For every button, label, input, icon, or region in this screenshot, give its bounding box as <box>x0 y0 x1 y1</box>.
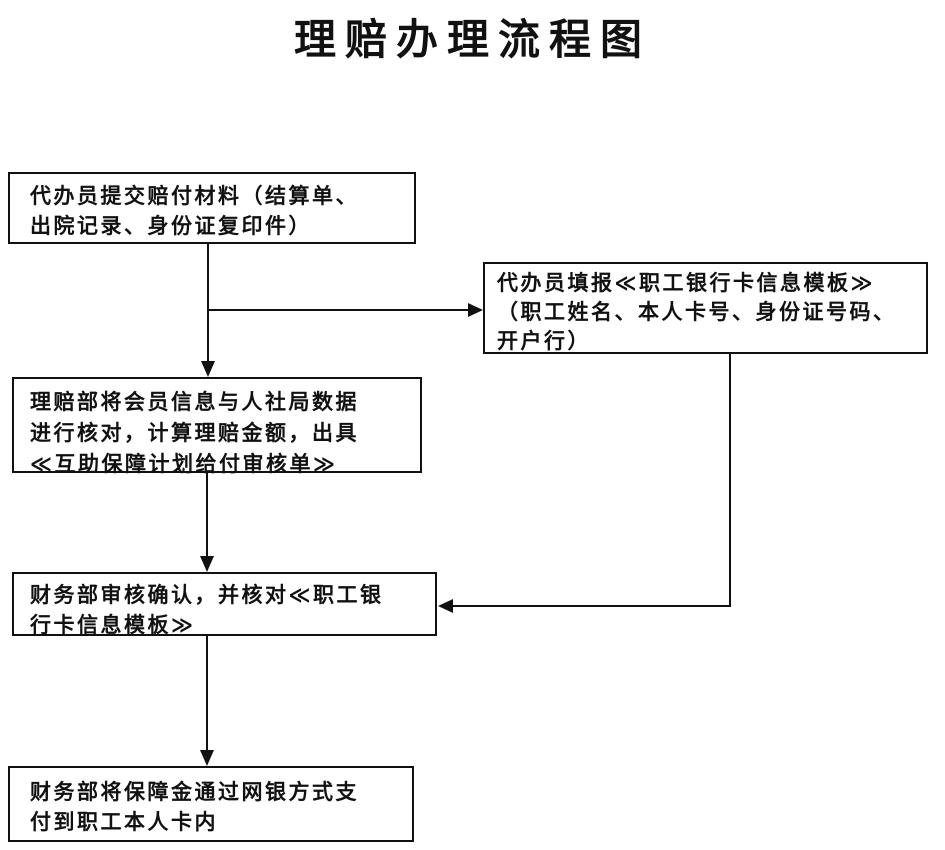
node-text-line: 代办员填报≪职工银行卡信息模板≫ <box>497 271 875 295</box>
node-text-line: 代办员提交赔付材料（结算单、 <box>30 184 359 208</box>
arrow-template-to-finance <box>438 354 731 613</box>
node-text-line: 开户行） <box>497 329 591 353</box>
flow-node-claims-dept-verify: 理赔部将会员信息与人社局数据 进行核对，计算理赔金额，出具 ≪互助保障计划给付审… <box>12 377 422 476</box>
flow-node-finance-dept-pay: 财务部将保障金通过网银方式支 付到职工本人卡内 <box>8 766 414 842</box>
node-text-line: 出院记录、身份证复印件） <box>30 214 312 238</box>
node-text-line: 行卡信息模板≫ <box>30 613 196 637</box>
node-text-line: （职工姓名、本人卡号、身份证号码、 <box>497 300 897 324</box>
flow-node-fill-bank-template: 代办员填报≪职工银行卡信息模板≫ （职工姓名、本人卡号、身份证号码、 开户行） <box>483 262 928 354</box>
node-text-line: 财务部将保障金通过网银方式支 <box>30 780 359 804</box>
arrow-submit-to-verify <box>201 244 215 377</box>
node-text-line: ≪互助保障计划给付审核单≫ <box>30 452 338 476</box>
node-text-line: 财务部审核确认，并核对≪职工银 <box>30 583 384 607</box>
arrow-finance-to-pay <box>200 636 214 766</box>
flow-node-finance-dept-confirm: 财务部审核确认，并核对≪职工银 行卡信息模板≫ <box>12 572 437 637</box>
arrow-branch-to-template <box>208 303 483 317</box>
node-text-line: 进行核对，计算理赔金额，出具 <box>30 421 359 445</box>
node-text-line: 理赔部将会员信息与人社局数据 <box>30 390 359 414</box>
flow-node-submit-materials: 代办员提交赔付材料（结算单、 出院记录、身份证复印件） <box>8 172 416 244</box>
node-text-line: 付到职工本人卡内 <box>30 810 218 834</box>
page-title: 理赔办理流程图 <box>293 15 651 64</box>
arrow-verify-to-finance <box>200 473 214 572</box>
